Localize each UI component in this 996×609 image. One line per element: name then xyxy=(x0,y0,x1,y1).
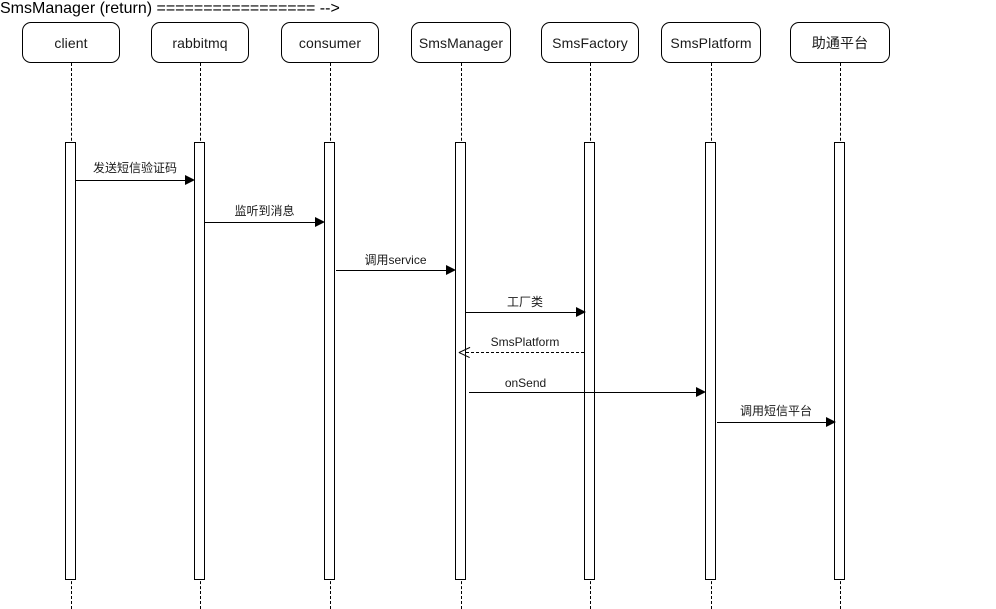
message-line-5 xyxy=(466,352,584,353)
message-line-1 xyxy=(76,180,186,181)
message-line-3 xyxy=(336,270,447,271)
message-label-7: 调用短信平台 xyxy=(739,404,812,418)
participant-zhutong[interactable]: 助通平台 xyxy=(790,22,890,63)
message-label-4: 工厂类 xyxy=(506,295,543,309)
message-label-1: 发送短信验证码 xyxy=(92,161,177,175)
arrow-head-icon-1 xyxy=(185,175,195,185)
participant-smsplatform[interactable]: SmsPlatform xyxy=(661,22,761,63)
message-label-6: onSend xyxy=(504,376,547,390)
arrow-head-icon-5 xyxy=(459,347,470,358)
participant-label-smsmanager: SmsManager xyxy=(418,34,504,51)
activation-bar-smsmanager xyxy=(455,142,466,580)
arrow-head-icon-4 xyxy=(576,307,586,317)
activation-bar-rabbitmq xyxy=(194,142,205,580)
message-line-2 xyxy=(205,222,316,223)
participant-rabbitmq[interactable]: rabbitmq xyxy=(151,22,249,63)
participant-label-smsfactory: SmsFactory xyxy=(552,34,628,51)
arrow-head-icon-3 xyxy=(446,265,456,275)
participant-label-zhutong: 助通平台 xyxy=(811,34,869,51)
activation-bar-zhutong xyxy=(834,142,845,580)
participant-consumer[interactable]: consumer xyxy=(281,22,379,63)
message-line-7 xyxy=(717,422,827,423)
message-label-2: 监听到消息 xyxy=(234,204,295,218)
message-label-5: SmsPlatform xyxy=(490,335,560,349)
arrow-head-icon-2 xyxy=(315,217,325,227)
participant-client[interactable]: client xyxy=(22,22,120,63)
message-line-6 xyxy=(469,392,697,393)
message-label-3: 调用service xyxy=(364,253,427,267)
activation-bar-client xyxy=(65,142,76,580)
participant-label-smsplatform: SmsPlatform xyxy=(670,34,752,51)
participant-smsfactory[interactable]: SmsFactory xyxy=(541,22,639,63)
participant-label-consumer: consumer xyxy=(298,34,362,51)
participant-smsmanager[interactable]: SmsManager xyxy=(411,22,511,63)
activation-bar-consumer xyxy=(324,142,335,580)
activation-bar-smsplatform xyxy=(705,142,716,580)
participant-label-client: client xyxy=(54,34,88,51)
arrow-head-icon-6 xyxy=(696,387,706,397)
arrow-head-icon-7 xyxy=(826,417,836,427)
participant-label-rabbitmq: rabbitmq xyxy=(172,34,228,51)
message-line-4 xyxy=(466,312,577,313)
activation-bar-smsfactory xyxy=(584,142,595,580)
